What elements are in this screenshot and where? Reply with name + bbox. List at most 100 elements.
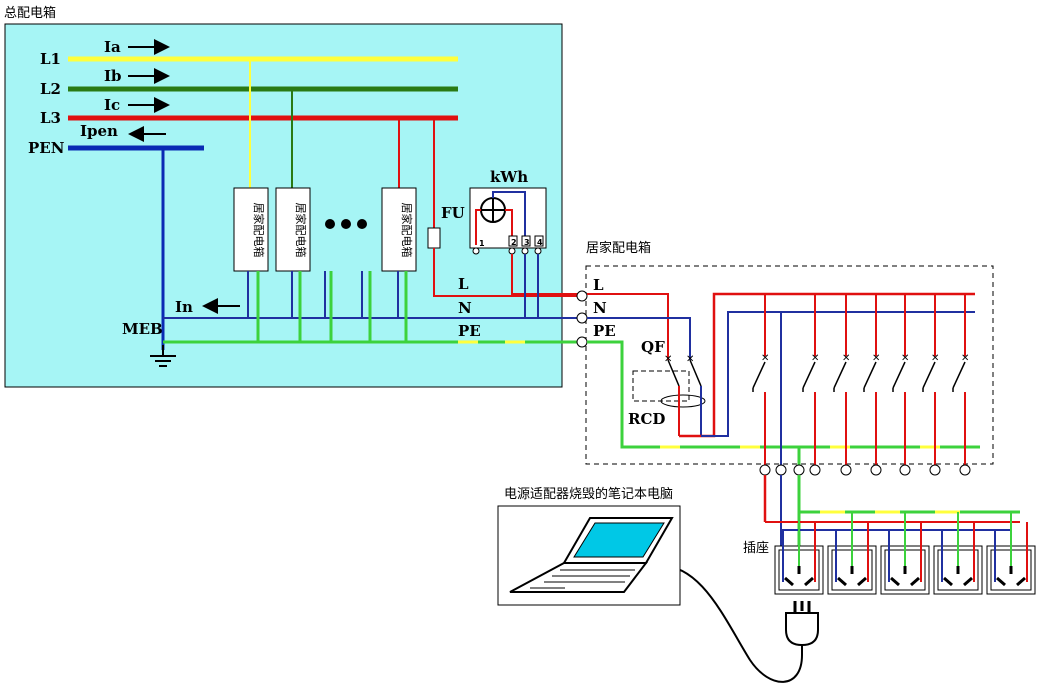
home-panel bbox=[585, 265, 994, 465]
terminal-2-label: 2 bbox=[511, 238, 517, 247]
qf-x-2: ✕ bbox=[686, 354, 694, 365]
terminal-3 bbox=[521, 235, 531, 247]
terminal-4 bbox=[534, 235, 544, 247]
branch-x-3: ✕ bbox=[842, 353, 850, 364]
out-terminal-5 bbox=[840, 464, 852, 476]
main-panel-title: 总配电箱 bbox=[4, 5, 56, 21]
label-in: In bbox=[175, 298, 193, 316]
socket-slot-b-3 bbox=[910, 576, 920, 587]
main-out-n: N bbox=[458, 299, 472, 317]
laptop-caption: 电源适配器烧毁的笔记本电脑 bbox=[504, 486, 673, 502]
socket-slot-a-2 bbox=[837, 576, 847, 587]
out-terminal-3 bbox=[793, 464, 805, 476]
socket-slot-a-4 bbox=[943, 576, 953, 587]
meter-out-n bbox=[537, 254, 580, 319]
ellipsis-dot-1 bbox=[325, 219, 335, 229]
rcd-link bbox=[632, 370, 690, 402]
home-panel-title: 居家配电箱 bbox=[586, 240, 651, 256]
meter-wire-2 bbox=[505, 209, 513, 245]
home-label-n: N bbox=[593, 299, 607, 317]
branch-blade-4 bbox=[863, 361, 877, 389]
branch-blade-3 bbox=[833, 361, 847, 389]
socket-row bbox=[774, 512, 1036, 595]
qf-blade-2 bbox=[689, 359, 702, 387]
meter-out-l bbox=[511, 254, 580, 295]
branch-x-7: ✕ bbox=[961, 353, 969, 364]
current-ic: Ic bbox=[104, 96, 120, 114]
qf-x-1: ✕ bbox=[664, 354, 672, 365]
branch-blade-6 bbox=[922, 361, 936, 389]
out-terminal-9 bbox=[959, 464, 971, 476]
dist-box-1 bbox=[233, 187, 269, 272]
home-n-to-qf bbox=[587, 317, 691, 360]
main-out-pe: PE bbox=[458, 322, 481, 340]
out-terminal-8 bbox=[929, 464, 941, 476]
terminal-1-label: 1 bbox=[479, 239, 485, 248]
home-n-bus bbox=[701, 311, 975, 437]
home-label-l: L bbox=[593, 276, 604, 294]
socket-slot-b-1 bbox=[804, 576, 814, 587]
out-terminal-7 bbox=[899, 464, 911, 476]
branch-x-2: ✕ bbox=[811, 353, 819, 364]
dist-box-3 bbox=[381, 187, 417, 272]
socket-slot-b-5 bbox=[1016, 576, 1026, 587]
out-terminal-4 bbox=[809, 464, 821, 476]
plug bbox=[785, 601, 819, 655]
home-l-bus bbox=[679, 292, 975, 438]
meter-node-3 bbox=[521, 247, 529, 255]
dist-box-2 bbox=[275, 187, 311, 272]
branch-blade-2 bbox=[802, 361, 816, 389]
meter-wire-1 bbox=[475, 209, 481, 245]
meter-wire-3 bbox=[492, 191, 526, 245]
laptop-icon bbox=[509, 517, 674, 593]
qf-blade-1 bbox=[667, 359, 680, 387]
current-ia: Ia bbox=[104, 38, 121, 56]
dist-box-3-label: 居家配电箱 bbox=[400, 203, 414, 258]
label-pen: PEN bbox=[28, 139, 65, 157]
branch-blade-1 bbox=[752, 361, 766, 389]
branch-blade-7 bbox=[952, 361, 966, 389]
home-terminal-pe bbox=[576, 336, 588, 348]
socket-slot-b-2 bbox=[857, 576, 867, 587]
outgoing-terminals bbox=[759, 464, 971, 476]
socket-slot-a-1 bbox=[784, 576, 794, 587]
label-l1: L1 bbox=[40, 50, 61, 68]
label-kwh: kWh bbox=[490, 168, 528, 186]
out-terminal-6 bbox=[870, 464, 882, 476]
branch-breakers: ✕ ✕ ✕ ✕ ✕ ✕ ✕ bbox=[752, 294, 969, 465]
current-ib: Ib bbox=[104, 67, 122, 85]
power-cord bbox=[654, 564, 803, 683]
terminal-3-label: 3 bbox=[524, 238, 530, 247]
label-l3: L3 bbox=[40, 109, 61, 127]
branch-x-5: ✕ bbox=[901, 353, 909, 364]
label-l2: L2 bbox=[40, 80, 61, 98]
home-terminal-n bbox=[576, 312, 588, 324]
branch-x-1: ✕ bbox=[761, 353, 769, 364]
meter-node-4 bbox=[534, 247, 542, 255]
home-pe-bus bbox=[587, 340, 980, 449]
main-out-l: L bbox=[458, 275, 469, 293]
terminal-4-label: 4 bbox=[537, 238, 543, 247]
dist-box-2-label: 居家配电箱 bbox=[294, 203, 308, 258]
meter-node-1 bbox=[472, 247, 480, 255]
out-terminal-1 bbox=[759, 464, 771, 476]
home-l-to-qf bbox=[587, 293, 669, 360]
ellipsis-dot-2 bbox=[341, 219, 351, 229]
branch-x-4: ✕ bbox=[872, 353, 880, 364]
home-terminal-l bbox=[576, 290, 588, 302]
label-meb: MEB bbox=[122, 320, 163, 338]
branch-x-6: ✕ bbox=[931, 353, 939, 364]
branch-blade-5 bbox=[892, 361, 906, 389]
socket-label: 插座 bbox=[743, 541, 769, 556]
fuse-out-l bbox=[433, 248, 580, 297]
label-fu: FU bbox=[441, 204, 465, 222]
rcd-toroid bbox=[660, 394, 706, 408]
home-label-pe: PE bbox=[593, 322, 616, 340]
terminal-2 bbox=[508, 235, 518, 247]
socket-slot-b-4 bbox=[963, 576, 973, 587]
label-qf: QF bbox=[641, 338, 665, 356]
socket-slot-a-5 bbox=[996, 576, 1006, 587]
socket-slot-a-3 bbox=[890, 576, 900, 587]
out-terminal-2 bbox=[775, 464, 787, 476]
